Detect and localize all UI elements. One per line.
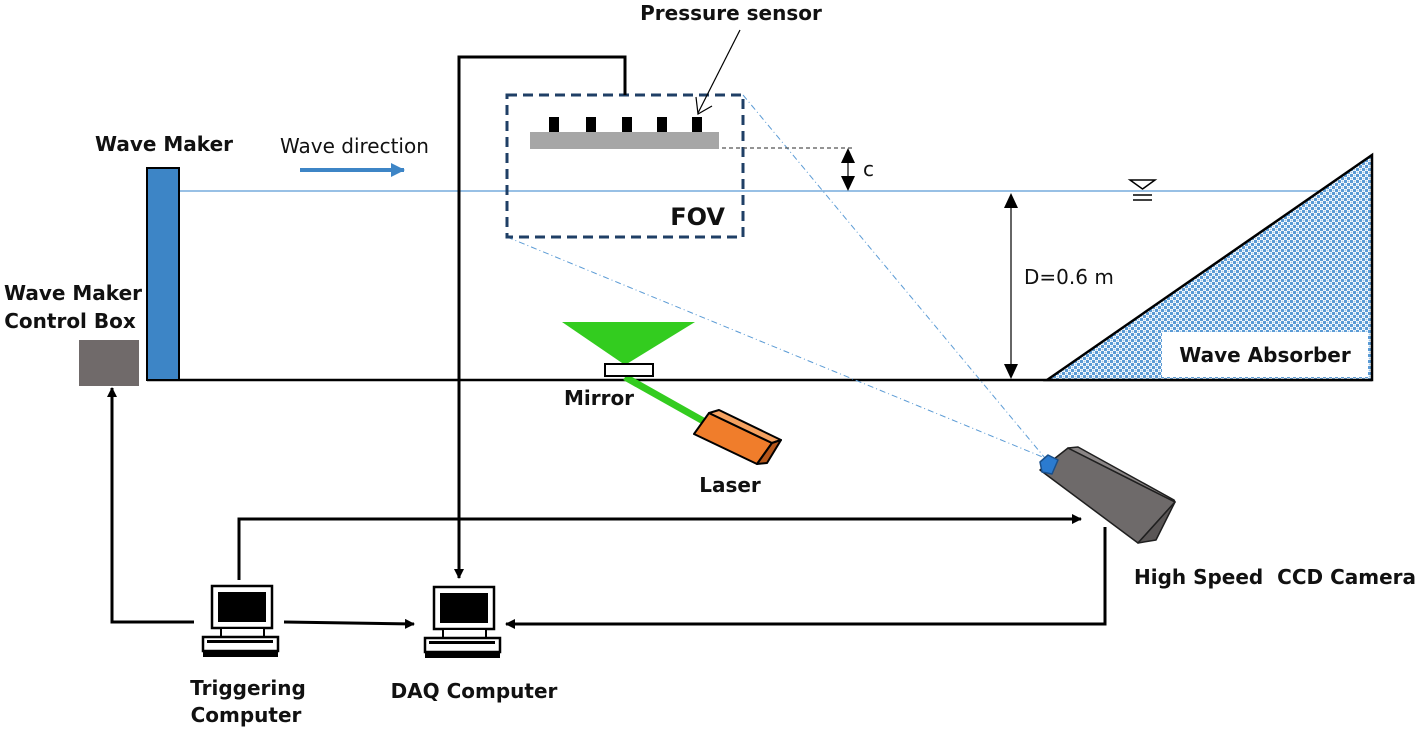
pressure-sensors xyxy=(549,117,702,132)
connection-trigger-to-daq xyxy=(283,618,415,629)
mirror xyxy=(604,363,654,377)
pressure-sensor xyxy=(692,117,702,132)
pressure-sensor xyxy=(622,117,632,132)
triggering-computer-label-line1: Triggering xyxy=(190,676,306,700)
clearance-dimension xyxy=(841,148,855,191)
pressure-sensor-pointer xyxy=(695,29,741,115)
connection-pressure-to-daq xyxy=(454,55,627,579)
connection-camera-to-daq xyxy=(505,527,1107,629)
pressure-plate xyxy=(530,132,719,149)
pressure-sensor xyxy=(657,117,667,132)
daq-computer-icon xyxy=(423,585,502,658)
wave-maker-control-box xyxy=(79,340,139,386)
laser-label: Laser xyxy=(699,473,761,497)
camera-label: High Speed CCD Camera xyxy=(1134,565,1416,589)
depth-dimension: D=0.6 m xyxy=(1004,193,1114,379)
pressure-sensor xyxy=(549,117,559,132)
laser-beam xyxy=(623,373,707,426)
clearance-label: c xyxy=(863,157,874,181)
pressure-sensor xyxy=(586,117,596,132)
control-box-label-line1: Wave Maker xyxy=(4,281,142,305)
camera-field-of-view-lines xyxy=(506,94,1046,459)
laser-sheet xyxy=(562,322,695,365)
wave-maker-label: Wave Maker xyxy=(95,132,233,156)
daq-computer-label: DAQ Computer xyxy=(391,679,558,703)
high-speed-ccd-camera xyxy=(1039,446,1176,544)
water-level-symbol xyxy=(1127,179,1158,201)
fov-label: FOV xyxy=(670,203,725,231)
laser-device xyxy=(693,409,782,465)
wave-absorber-label: Wave Absorber xyxy=(1179,343,1351,367)
triggering-computer-label-line2: Computer xyxy=(191,703,302,727)
wave-direction-label: Wave direction xyxy=(280,134,429,158)
control-box-label-line2: Control Box xyxy=(4,309,136,333)
connection-trigger-to-control-box xyxy=(107,387,194,624)
pressure-sensor-label: Pressure sensor xyxy=(640,1,822,25)
wave-absorber: Wave Absorber xyxy=(1042,152,1374,382)
depth-label: D=0.6 m xyxy=(1024,265,1114,289)
camera-lens-icon xyxy=(1039,454,1059,475)
triggering-computer-icon xyxy=(201,584,280,657)
connection-trigger-to-camera xyxy=(237,514,1082,580)
mirror-label: Mirror xyxy=(564,386,634,410)
wave-maker-paddle xyxy=(146,167,180,381)
